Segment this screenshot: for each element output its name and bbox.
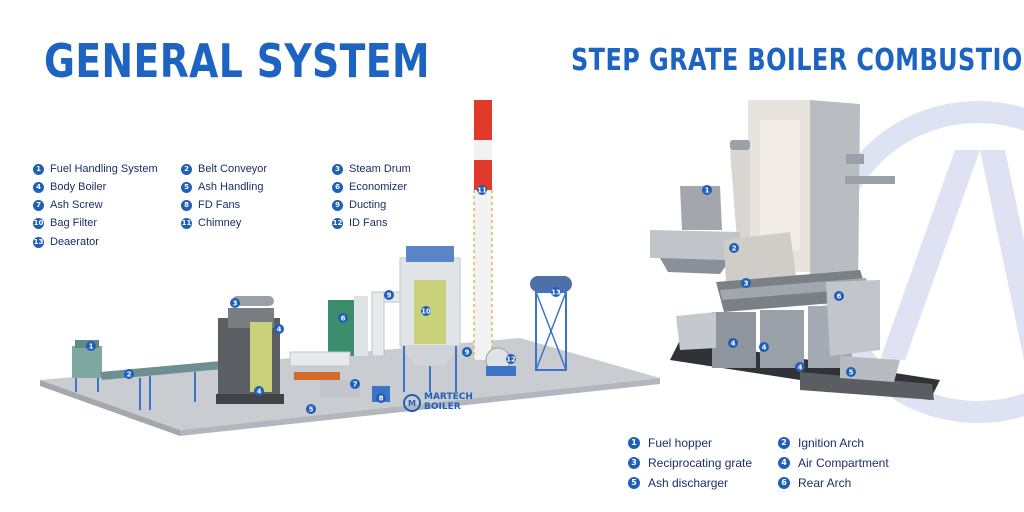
svg-text:4: 4 bbox=[731, 340, 736, 348]
ignition-arch bbox=[724, 232, 796, 282]
martech-boiler-wordmark: MARTECH BOILER bbox=[424, 392, 473, 412]
svg-text:1: 1 bbox=[705, 187, 710, 195]
base-conveyor bbox=[670, 340, 940, 400]
svg-text:4: 4 bbox=[762, 344, 767, 352]
svg-text:2: 2 bbox=[732, 245, 737, 253]
svg-text:5: 5 bbox=[849, 369, 854, 377]
svg-text:4: 4 bbox=[798, 364, 803, 372]
rear-arch bbox=[826, 280, 880, 356]
feed-chute bbox=[676, 312, 716, 350]
svg-text:6: 6 bbox=[837, 293, 842, 301]
svg-text:3: 3 bbox=[744, 280, 749, 288]
